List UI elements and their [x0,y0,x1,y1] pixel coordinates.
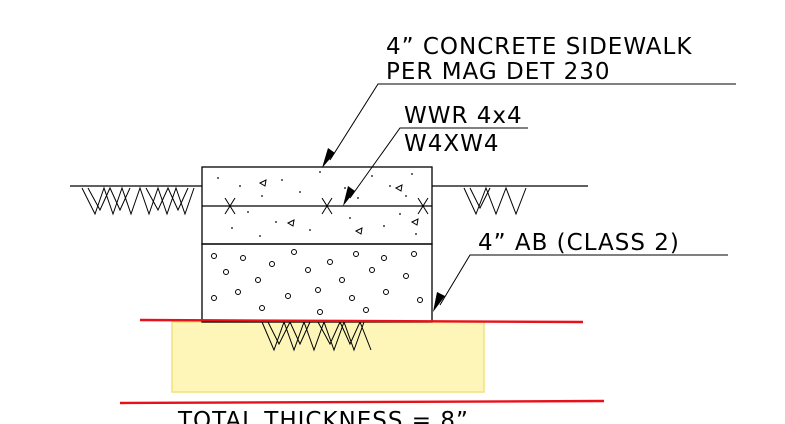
earth-hatch-right [463,186,527,216]
label-total-thickness: TOTAL THICKNESS = 8” [177,408,469,424]
concrete-aggregate [258,179,419,235]
leader-wwr-arrow [343,186,355,206]
leader-concrete-arrow [322,148,335,168]
label-ab: 4” AB (CLASS 2) [478,230,680,256]
label-concrete-line1: 4” CONCRETE SIDEWALK [386,34,692,60]
leader-ab [439,254,728,306]
label-concrete-line2: PER MAG DET 230 [386,59,611,85]
aggregate-base [201,243,433,323]
label-wwr-line2: W4XW4 [404,131,500,157]
red-markup-line-top [139,318,584,324]
label-wwr-line1: WWR 4x4 [404,103,523,129]
leader-concrete [329,83,736,161]
leader-ab-arrow [433,292,445,312]
wire-mesh-marks [224,197,429,215]
concrete-stipple [217,171,417,237]
earth-hatch-left [81,186,195,216]
aggregate-base-circles [211,249,423,315]
red-markup-line-bottom [119,399,605,405]
